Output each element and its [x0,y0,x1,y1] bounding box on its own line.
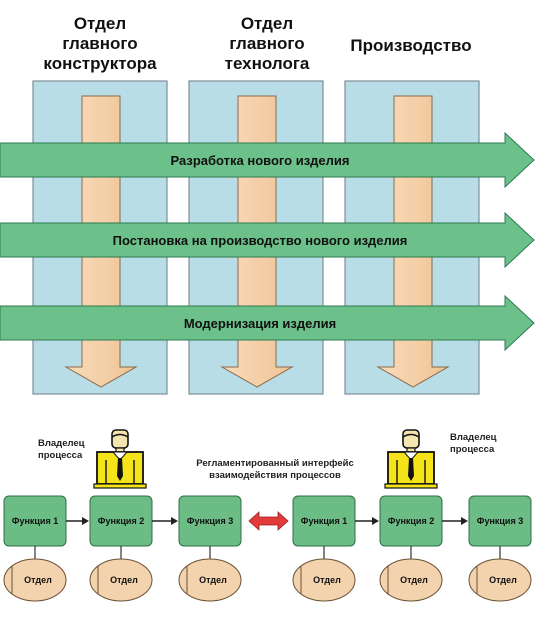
department-label: Отдел [489,575,517,585]
interface-label: Регламентированный интерфейс взаимодейст… [196,458,354,481]
department-ellipse [89,558,153,602]
column-title-chief-designer: Отдел главного конструктора [43,14,157,73]
process-owner-icon [384,429,438,489]
function-label-left-1: Функция 1 [12,516,58,526]
flow-arrow [66,517,468,525]
function-label-left-2: Функция 2 [98,516,144,526]
process-arrow-launch [0,211,535,269]
process-label-development: Разработка нового изделия [170,153,349,168]
interface-double-arrow [248,511,289,531]
column-title-production: Производство [350,36,472,55]
process-arrow-development [0,131,535,189]
department-ellipse [292,558,356,602]
process-owner-icon [93,429,147,489]
department-label: Отдел [199,575,227,585]
column-title-chief-technologist: Отдел главного технолога [224,14,310,73]
process-owner-label-left: Владелец процесса [38,438,85,461]
process-label-modernization: Модернизация изделия [184,316,336,331]
process-owner-label-right: Владелец процесса [450,432,497,455]
department-ellipse [178,558,242,602]
department-ellipse [3,558,67,602]
function-label-right-1: Функция 1 [301,516,347,526]
process-arrow-modernization [0,294,535,352]
function-label-right-2: Функция 2 [388,516,434,526]
department-ellipse [379,558,443,602]
department-ellipse [468,558,532,602]
process-label-launch: Постановка на производство нового издели… [113,233,408,248]
department-links [34,546,501,560]
function-label-right-3: Функция 3 [477,516,523,526]
function-label-left-3: Функция 3 [187,516,233,526]
department-label: Отдел [400,575,428,585]
department-label: Отдел [313,575,341,585]
department-label: Отдел [24,575,52,585]
department-label: Отдел [110,575,138,585]
